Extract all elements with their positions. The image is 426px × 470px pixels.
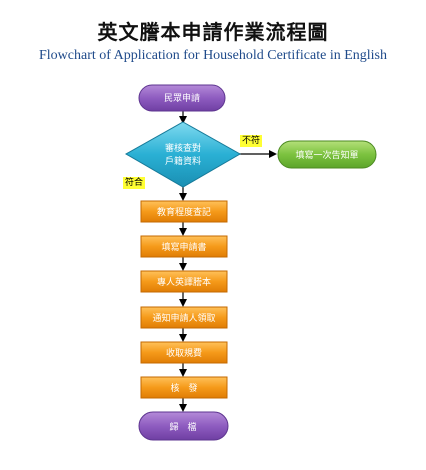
reject-node-label: 填寫一次告知單 [295, 149, 358, 161]
decision-node: 審核查對 戶籍資料 [124, 121, 242, 188]
step3-label: 專人英譯謄本 [157, 276, 211, 288]
decision-label-line1: 審核查對 [165, 142, 201, 154]
reject-node: 填寫一次告知單 [277, 140, 377, 169]
process-step-5: 收取規費 [140, 341, 228, 364]
end-node: 歸 檔 [138, 411, 229, 441]
start-node: 民眾申請 [138, 84, 226, 112]
page-title: 英文謄本申請作業流程圖 [97, 20, 329, 44]
process-step-6: 核 發 [140, 376, 228, 399]
step2-label: 填寫申請書 [161, 241, 206, 253]
match-label: 符合 [123, 177, 146, 189]
step1-label: 教育程度查記 [157, 206, 211, 218]
process-step-4: 通知申請人領取 [140, 306, 228, 329]
process-step-2: 填寫申請書 [140, 235, 228, 258]
start-node-label: 民眾申請 [164, 92, 200, 104]
step4-label: 通知申請人領取 [152, 312, 215, 324]
page-subtitle: Flowchart of Application for Household C… [39, 48, 387, 63]
decision-label-line2: 戶籍資料 [165, 155, 201, 167]
process-step-3: 專人英譯謄本 [140, 270, 228, 293]
end-node-label: 歸 檔 [169, 421, 196, 433]
not-match-label: 不符 [240, 135, 263, 147]
connectors [179, 111, 277, 412]
step5-label: 收取規費 [166, 347, 202, 359]
step6-label: 核 發 [170, 382, 197, 394]
process-step-1: 教育程度查記 [140, 200, 228, 223]
